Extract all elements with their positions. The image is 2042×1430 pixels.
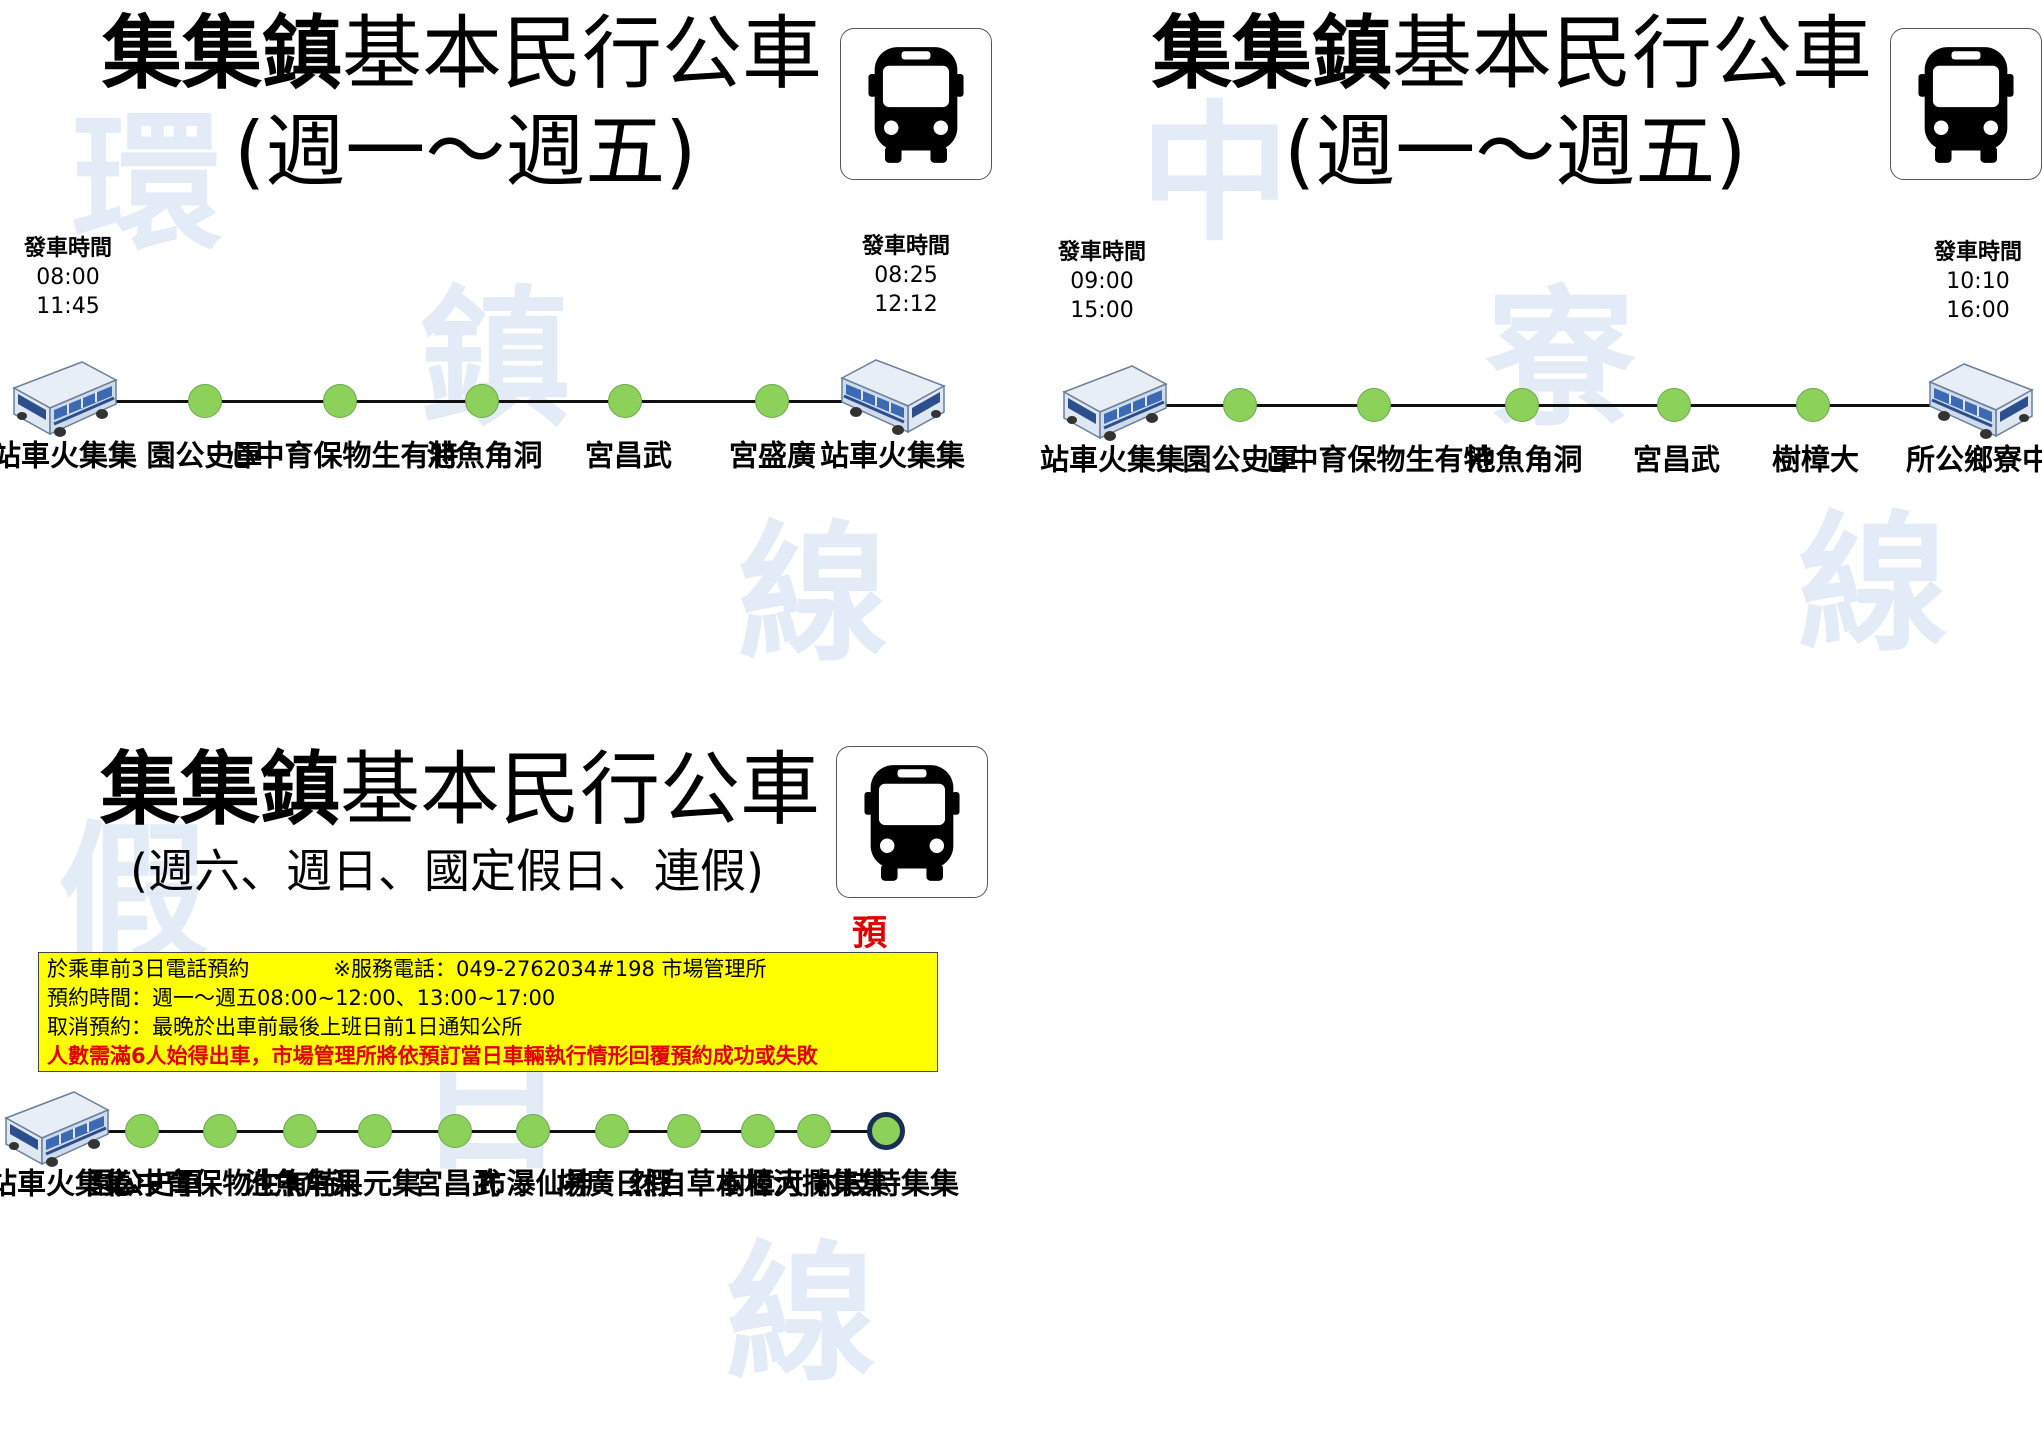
stop-marker	[438, 1114, 472, 1148]
departure-times-left: 發車時間 08:00 11:45	[12, 234, 124, 321]
stop-label: 大樟樹	[712, 1168, 805, 1199]
bus-image-start	[2, 1088, 112, 1168]
departure-header: 發車時間	[1057, 240, 1146, 265]
notice-line: 於乘車前3日電話預約 ※服務電話：049-2762034#198 市場管理所	[47, 957, 767, 981]
stop-label: 洞角魚池	[1462, 444, 1583, 475]
departure-time: 12:12	[874, 292, 938, 317]
bus-icon	[840, 28, 992, 180]
panel-subtitle: (週一～週五)	[1284, 105, 1747, 198]
departure-time: 16:00	[1946, 298, 2010, 323]
title-service: 基本民行公車	[340, 743, 820, 836]
stop-label: 軍史公園	[82, 1168, 203, 1199]
title-service: 基本民行公車	[1392, 7, 1872, 100]
stop-label: 武昌宮	[409, 1168, 502, 1199]
stop-label: 廣盛宮	[724, 440, 817, 471]
panel-title: 集集鎮基本民行公車	[1152, 14, 1872, 94]
title-service: 基本民行公車	[342, 7, 822, 100]
panel-subtitle: (週六、週日、國定假日、連假)	[130, 844, 764, 898]
panel-title: 集集鎮基本民行公車	[100, 750, 820, 830]
stop-label: 集集火車站	[0, 440, 138, 471]
title-town: 集集鎮	[102, 7, 342, 100]
stop-label: 集元果	[329, 1168, 422, 1199]
panel-title: 集集鎮基本民行公車	[102, 14, 822, 94]
notice-warning: 人數需滿6人始得出車，市場管理所	[47, 1044, 377, 1068]
stop-label: 武昌宮	[1628, 444, 1721, 475]
notice-line: 預約時間：週一～週五08:00~12:00、13:00~17:00	[47, 986, 556, 1010]
stop-marker	[755, 384, 789, 418]
watermark-char: 假	[58, 808, 209, 982]
stop-label: 集集火車站	[1035, 444, 1186, 475]
bus-icon	[1890, 28, 2042, 180]
departure-times-right: 發車時間 08:25 12:12	[850, 232, 962, 319]
departure-header: 發車時間	[861, 234, 950, 259]
stop-marker	[1796, 388, 1830, 422]
bus-image-start	[1060, 362, 1170, 442]
stop-label: 大樟樹	[1767, 444, 1860, 475]
stop-label: 特有生物保育中心	[1256, 444, 1493, 475]
stop-marker	[125, 1114, 159, 1148]
watermark-char: 線	[738, 508, 889, 682]
reservation-notice: 於乘車前3日電話預約 ※服務電話：049-2762034#198 市場管理所 預…	[38, 952, 938, 1072]
stop-marker	[667, 1114, 701, 1148]
watermark-char: 鎮	[420, 273, 571, 447]
watermark-char: 線	[1798, 498, 1949, 672]
departure-time: 08:00	[36, 265, 100, 290]
stop-label: 特有生物保育中心	[222, 440, 459, 471]
stop-label: 集集攔河堰	[739, 1168, 890, 1199]
stop-label: 中寮鄉公所	[1901, 444, 2042, 475]
stop-marker	[358, 1114, 392, 1148]
stop-label: 假日廣場	[552, 1168, 673, 1199]
departure-time: 15:00	[1070, 298, 1134, 323]
final-stop-marker	[867, 1112, 905, 1150]
stop-label: 洞角魚池	[422, 440, 543, 471]
notice-warning: 將依預訂當日車輛執行情形回覆預約成功或失敗	[376, 1044, 818, 1068]
bus-image-end	[838, 356, 948, 436]
departure-time: 09:00	[1070, 269, 1134, 294]
departure-time: 11:45	[36, 294, 100, 319]
stop-marker	[1357, 388, 1391, 422]
stop-marker	[1505, 388, 1539, 422]
watermark-char: 線	[726, 1228, 877, 1402]
stop-marker	[595, 1114, 629, 1148]
departure-header: 發車時間	[23, 236, 112, 261]
watermark-char: 環	[72, 98, 223, 272]
stop-label: 本草自然	[624, 1168, 745, 1199]
stop-marker	[797, 1114, 831, 1148]
stop-marker	[1657, 388, 1691, 422]
route-line	[80, 1130, 888, 1133]
stop-marker	[608, 384, 642, 418]
stop-label: 武昌宮	[580, 440, 673, 471]
stop-marker	[283, 1114, 317, 1148]
bus-icon	[836, 746, 988, 898]
bus-image-start	[10, 358, 120, 438]
stop-label: 洞角魚池	[240, 1168, 361, 1199]
stop-label: 集集火車站	[815, 440, 966, 471]
notice-line: 人數需滿6人始得出車，市場管理所將依預訂當日車輛執行情形回覆預約成功或失敗	[47, 1042, 929, 1071]
title-town: 集集鎮	[100, 743, 340, 836]
departure-times-left: 發車時間 09:00 15:00	[1046, 238, 1158, 325]
stop-marker	[741, 1114, 775, 1148]
stop-marker	[516, 1114, 550, 1148]
stop-marker	[203, 1114, 237, 1148]
stop-label: 特有生物保育中心	[102, 1168, 339, 1199]
title-town: 集集鎮	[1152, 7, 1392, 100]
bus-image-end	[1926, 360, 2036, 440]
stop-label: 軍史公園	[142, 440, 263, 471]
departure-time: 10:10	[1946, 269, 2010, 294]
stop-marker	[188, 384, 222, 418]
stop-label: 軍史公園	[1178, 444, 1299, 475]
departure-times-right: 發車時間 10:10 16:00	[1922, 238, 2034, 325]
notice-line: 取消預約：最晚於出車前最後上班日前1日通知公所	[47, 1015, 523, 1039]
stop-label: 集集火車站	[0, 1168, 134, 1199]
departure-header: 發車時間	[1933, 240, 2022, 265]
stop-label: 集集特技村	[809, 1168, 960, 1199]
stop-marker	[1223, 388, 1257, 422]
stop-marker	[323, 384, 357, 418]
stop-marker	[465, 384, 499, 418]
stop-label: 神仙瀑布	[473, 1168, 594, 1199]
watermark-char: 中	[1140, 88, 1291, 262]
panel-subtitle: (週一～週五)	[234, 105, 697, 198]
departure-time: 08:25	[874, 263, 938, 288]
